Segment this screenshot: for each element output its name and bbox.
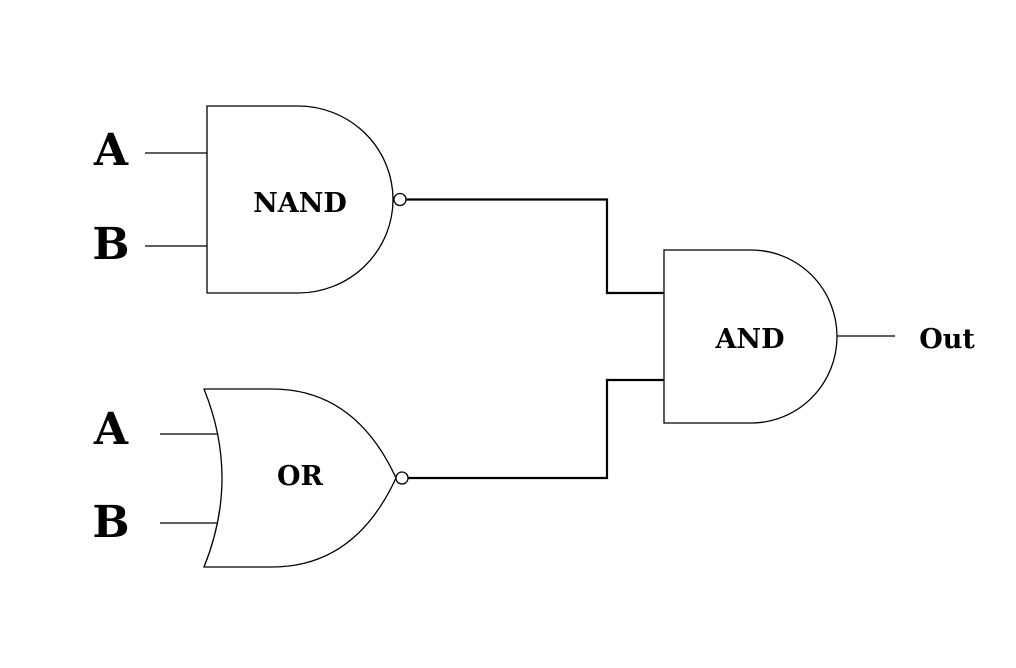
nand-input-b-label: B: [92, 219, 129, 270]
and-gate-label: AND: [714, 324, 784, 355]
or-gate-label: OR: [277, 461, 324, 492]
nand-input-a-label: A: [93, 125, 129, 176]
output-label: Out: [919, 324, 975, 355]
nand-gate: [206, 105, 394, 294]
nand-inversion-bubble: [393, 192, 407, 207]
or-gate: [203, 388, 397, 568]
and-gate: [663, 249, 838, 424]
or-input-b-label: B: [92, 497, 129, 548]
or-to-and-wire: [408, 378, 664, 480]
nand-to-and-wire: [406, 198, 664, 295]
nor-inversion-bubble: [395, 471, 409, 485]
or-input-a-label: A: [93, 404, 129, 455]
nand-gate-label: NAND: [253, 188, 347, 219]
